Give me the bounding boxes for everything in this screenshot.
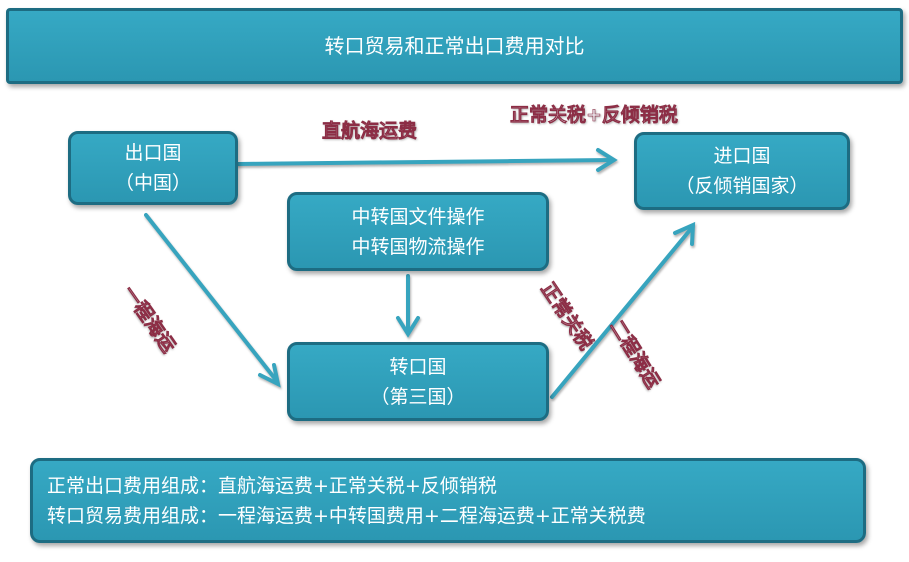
direct-shipping-label: 直航海运费: [322, 120, 418, 143]
transit-country-label: 转口国: [389, 355, 447, 378]
import-country-box: 进口国 （反倾销国家）: [634, 132, 850, 210]
page-title-text: 转口贸易和正常出口费用对比: [324, 34, 585, 58]
transit-operations-box: 中转国文件操作 中转国物流操作: [287, 192, 549, 271]
transit-document-ops: 中转国文件操作: [351, 205, 485, 228]
tariff-antidumping-label: 正常关税+反倾销税: [510, 104, 679, 127]
transit-country-box: 转口国 （第三国）: [287, 342, 549, 421]
first-leg-arrowhead: [258, 363, 281, 388]
export-country-box: 出口国 （中国）: [68, 131, 238, 205]
second-leg-arrow: [550, 228, 692, 399]
export-country-label: 出口国: [124, 142, 182, 164]
page-title: 转口贸易和正常出口费用对比: [6, 8, 903, 84]
first-leg-arrow: [144, 213, 278, 382]
transit-trade-cost-line: 转口贸易费用组成：一程海运费+中转国费用+二程海运费+正常关税费: [47, 504, 646, 527]
direct-shipping-arrowhead: [596, 148, 618, 172]
second-leg-arrowhead: [673, 221, 696, 246]
ops-to-transit-arrowhead: [396, 316, 420, 338]
direct-shipping-arrow: [236, 158, 614, 166]
transit-logistics-ops: 中转国物流操作: [351, 235, 485, 258]
import-country-label: 进口国: [713, 145, 771, 167]
import-country-sub: （反倾销国家）: [675, 175, 809, 197]
export-country-sub: （中国）: [114, 172, 191, 194]
transit-country-sub: （第三国）: [370, 385, 466, 408]
normal-export-cost-line: 正常出口费用组成：直航海运费+正常关税+反倾销税: [47, 474, 497, 497]
cost-summary-box: 正常出口费用组成：直航海运费+正常关税+反倾销税 转口贸易费用组成：一程海运费+…: [30, 458, 866, 543]
